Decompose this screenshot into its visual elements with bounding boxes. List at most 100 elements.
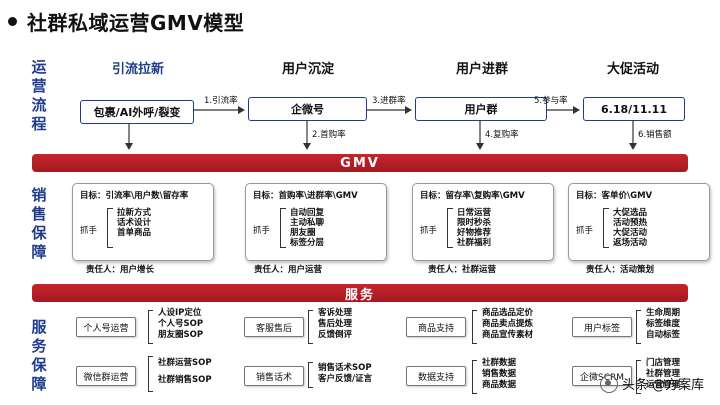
service-item: 社群运营SOP <box>158 358 212 368</box>
card-items: 自动回复 主动私聊 朋友圈 标签分层 <box>290 208 324 248</box>
card-grab-label: 抓手 <box>253 226 271 236</box>
card-item: 社群福利 <box>457 238 492 248</box>
card-item: 返场活动 <box>613 238 648 248</box>
card-owner-1: 责任人：用户增长 <box>86 265 155 275</box>
card-owner-4: 责任人：活动策划 <box>586 265 655 275</box>
service-list-data: 社群数据 销售数据 商品数据 <box>482 358 516 391</box>
service-item: 朋友圈SOP <box>158 330 204 340</box>
service-brace <box>148 356 153 392</box>
card-item: 日常运营 <box>457 208 492 218</box>
card-items: 大促选品 活动预热 大促活动 返场活动 <box>613 208 647 248</box>
arrow-label-1: 1.引流率 <box>204 96 238 106</box>
service-box-script: 销售话术 <box>244 366 304 386</box>
arrow-label-2: 3.进群率 <box>372 96 406 106</box>
title-text: 社群私域运营GMV模型 <box>27 10 245 35</box>
service-list-personal: 人设IP定位 个人号SOP 朋友圈SOP <box>158 308 203 341</box>
stage-head-4: 大促活动 <box>606 62 659 77</box>
card-item: 自动回复 <box>290 208 325 218</box>
service-brace <box>472 360 477 394</box>
service-item: 销售数据 <box>482 369 517 379</box>
arrow-label-3: 5.参与率 <box>534 96 568 106</box>
service-brace <box>472 310 477 344</box>
card-item: 大促活动 <box>613 228 648 238</box>
stage-head-2: 用户沉淀 <box>281 62 334 77</box>
card-brace <box>107 208 113 248</box>
arrow-right-3 <box>547 106 580 114</box>
card-brace <box>280 208 286 248</box>
card-owner-3: 责任人：社群运营 <box>428 265 497 275</box>
service-item: 销售话术SOP <box>318 363 372 373</box>
service-item: 客户反馈/证言 <box>318 374 373 384</box>
stage-head-1: 引流拉新 <box>111 62 164 77</box>
flow-box-wecom: 企微号 <box>248 97 367 121</box>
card-item: 限时秒杀 <box>457 218 492 228</box>
service-list-product: 商品选品定价 商品卖点提炼 商品宣传素材 <box>482 308 533 341</box>
service-item: 商品选品定价 <box>482 308 534 318</box>
card-goal: 目标：首购率\进群率\GMV <box>253 191 358 201</box>
watermark: 头条 @方案库 <box>600 374 704 393</box>
service-item: 人设IP定位 <box>158 308 202 318</box>
card-item: 活动预热 <box>613 218 648 228</box>
service-list-script: 销售话术SOP 客户反馈/证言 <box>318 363 372 385</box>
service-box-aftersales: 客服售后 <box>244 317 304 337</box>
service-item: 自动标签 <box>646 330 681 340</box>
service-item: 反馈倒评 <box>318 330 353 340</box>
card-item: 大促选品 <box>613 208 648 218</box>
service-item: 客诉处理 <box>318 308 353 318</box>
service-brace <box>308 310 313 344</box>
card-grab-label: 抓手 <box>576 226 594 236</box>
service-box-personal: 个人号运营 <box>76 317 136 337</box>
sales-card-1: 目标：引流率\用户数\留存率 抓手 拉新方式 话术设计 首单商品 <box>72 183 214 261</box>
sales-card-4: 目标：客单价\GMV 抓手 大促选品 活动预热 大促活动 返场活动 <box>568 183 710 261</box>
card-brace <box>447 208 453 248</box>
bullet-dot <box>8 16 17 26</box>
service-box-product: 商品支持 <box>406 317 466 337</box>
card-item: 标签分层 <box>290 238 325 248</box>
service-item: 商品宣传素材 <box>482 330 534 340</box>
card-items: 拉新方式 话术设计 首单商品 <box>117 208 151 238</box>
gmv-bar: GMV <box>32 154 688 172</box>
down-label-4: 6.销售额 <box>638 130 672 140</box>
service-list-aftersales: 客诉处理 售后处理 反馈倒评 <box>318 308 352 341</box>
page-title: 社群私域运营GMV模型 <box>8 8 245 35</box>
service-item: 个人号SOP <box>158 319 204 329</box>
card-item: 拉新方式 <box>117 208 152 218</box>
service-box-wechat-group: 微信群运营 <box>76 366 136 386</box>
flow-side-label: 运营流程 <box>31 58 47 133</box>
service-item: 商品卖点提炼 <box>482 319 534 329</box>
service-list-wechat-group: 社群运营SOP 社群销售SOP <box>158 355 212 389</box>
flow-box-promo: 6.18/11.11 <box>583 97 685 121</box>
card-item: 主动私聊 <box>290 218 325 228</box>
sales-side-label: 销售保障 <box>31 186 47 261</box>
arrow-down-2 <box>303 120 311 150</box>
arrow-right-2 <box>367 106 412 114</box>
service-brace <box>308 362 313 388</box>
service-list-scrm: 门店管理 社群管理 运营管理 <box>646 358 680 391</box>
service-item: 商品数据 <box>482 380 517 390</box>
service-side-label: 服务保障 <box>31 318 47 393</box>
flow-box-group: 用户群 <box>415 97 547 121</box>
service-box-data: 数据支持 <box>406 366 466 386</box>
flow-box-traffic: 包裹/AI外呼/裂变 <box>80 100 194 124</box>
service-item: 社群数据 <box>482 358 517 368</box>
arrow-down-4 <box>629 120 637 150</box>
service-box-tags: 用户标签 <box>572 317 632 337</box>
service-brace <box>148 310 153 344</box>
service-item: 运营管理 <box>646 380 681 390</box>
down-label-2: 2.首购率 <box>312 130 346 140</box>
service-item: 社群销售SOP <box>158 375 212 385</box>
sales-card-2: 目标：首购率\进群率\GMV 抓手 自动回复 主动私聊 朋友圈 标签分层 <box>245 183 387 261</box>
arrow-down-3 <box>476 120 484 150</box>
card-goal: 目标：引流率\用户数\留存率 <box>80 191 189 201</box>
card-goal: 目标：留存率\复购率\GMV <box>420 191 525 201</box>
service-item: 标签维度 <box>646 319 681 329</box>
card-item: 好物推荐 <box>457 228 492 238</box>
watermark-text: 头条 @方案库 <box>622 378 705 393</box>
card-items: 日常运营 限时秒杀 好物推荐 社群福利 <box>457 208 491 248</box>
arrow-right-1 <box>194 106 245 114</box>
service-item: 社群管理 <box>646 369 681 379</box>
card-owner-2: 责任人：用户运营 <box>254 265 323 275</box>
card-grab-label: 抓手 <box>420 226 438 236</box>
stage-head-3: 用户进群 <box>455 62 508 77</box>
service-bar: 服务 <box>32 284 688 303</box>
